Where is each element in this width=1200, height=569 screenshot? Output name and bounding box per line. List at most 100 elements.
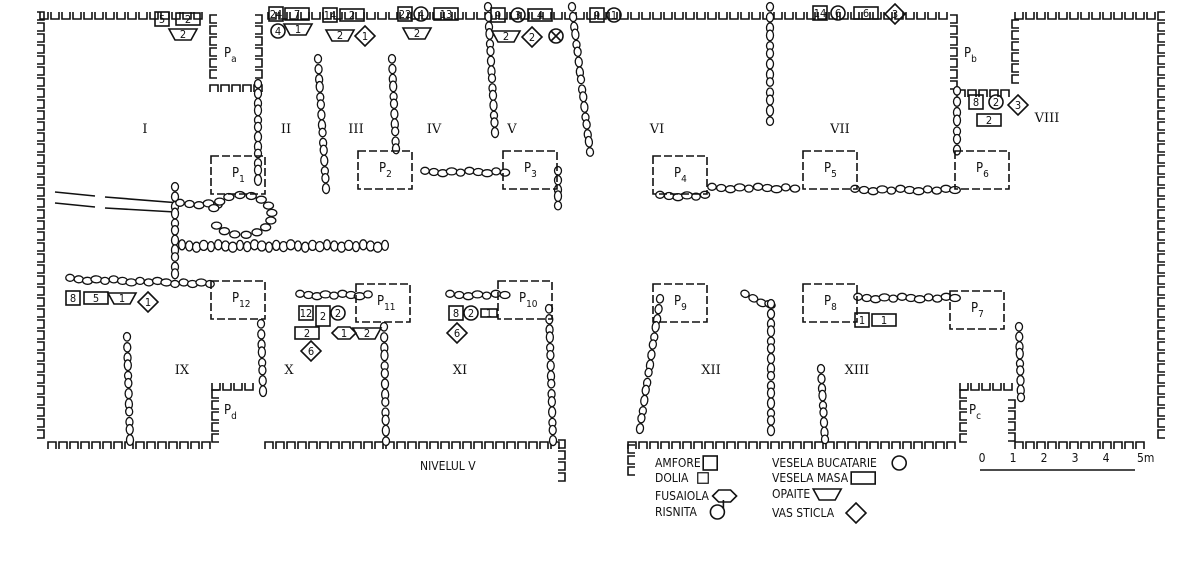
find-marker: 4 <box>527 8 553 22</box>
stone <box>491 167 502 176</box>
find-count: 2 <box>503 30 509 43</box>
trapezoid-shape <box>351 327 383 340</box>
rect-shape <box>527 8 553 22</box>
find-count: 14 <box>814 7 827 20</box>
find-count: 1 <box>859 314 865 327</box>
stone <box>765 1 775 12</box>
find-count: 6 <box>308 345 314 358</box>
stone <box>264 241 274 253</box>
pillar-index: 9 <box>681 302 687 313</box>
wall-segment <box>1157 11 1165 439</box>
rect-shape <box>480 308 498 318</box>
find-marker: 8 <box>448 305 464 321</box>
stone <box>100 276 110 286</box>
rect-shape <box>850 471 877 485</box>
stone <box>256 240 267 252</box>
pillar-label: P2 <box>379 161 392 180</box>
legend-item: VESELA MASA <box>772 471 877 485</box>
stone <box>262 201 275 210</box>
stone-walls <box>65 1 1026 447</box>
pillar-label: P11 <box>377 294 396 313</box>
trapezoid-shape <box>324 29 356 42</box>
room-label: XII <box>701 363 721 378</box>
find-count: 8 <box>453 307 459 320</box>
stone <box>488 89 498 101</box>
pillar-base <box>357 150 413 190</box>
stone <box>766 325 776 338</box>
stone <box>641 384 650 396</box>
stone <box>817 373 826 384</box>
stone <box>888 294 899 303</box>
wall-segment <box>1008 399 1016 442</box>
stone <box>548 424 557 436</box>
pillar-letter: P <box>519 291 526 306</box>
square-shape <box>298 305 314 321</box>
pillar: P11 <box>355 283 411 323</box>
trapezoid-shape <box>106 292 138 305</box>
stone <box>766 298 776 309</box>
trapezoid-shape <box>490 30 522 43</box>
stone <box>548 435 558 447</box>
find-marker: 1 <box>330 326 358 340</box>
find-marker: 8 <box>968 94 984 110</box>
room-label: V <box>506 122 517 137</box>
stone <box>381 436 391 447</box>
find-count: 2 <box>185 13 191 26</box>
pillar-base <box>802 283 858 323</box>
wall-segment <box>1014 12 1156 20</box>
wall-segment <box>211 383 254 391</box>
find-count: 12 <box>300 307 313 320</box>
diamond-shape <box>520 25 544 49</box>
square-shape <box>268 6 284 22</box>
legend-item: VAS STICLA <box>772 501 868 525</box>
find-marker: 6 <box>830 5 846 21</box>
stone <box>123 342 132 353</box>
stone <box>752 182 764 191</box>
find-count: 2 <box>364 327 370 340</box>
legend-label: AMFORE <box>655 456 701 470</box>
stone <box>213 239 223 251</box>
wall-segment <box>47 441 211 449</box>
fusaiola-icon <box>711 489 738 503</box>
diamond-shape <box>844 501 868 525</box>
scale-tick-label: 1 <box>1010 451 1017 465</box>
find-marker: 1 <box>854 312 870 328</box>
square-shape <box>448 305 464 321</box>
find-marker: 4 <box>270 23 286 39</box>
pillar-base <box>954 150 1010 190</box>
stone <box>193 201 205 210</box>
stone <box>319 290 332 299</box>
pillar-label: P6 <box>976 161 989 180</box>
stone <box>343 239 354 252</box>
stone <box>579 91 588 103</box>
stone <box>952 96 962 107</box>
circle-shape <box>463 305 479 321</box>
trench-line <box>54 191 181 213</box>
pillar-index: 12 <box>239 299 250 310</box>
stone <box>573 46 582 58</box>
stone <box>170 181 180 192</box>
stone <box>765 77 775 87</box>
stone <box>379 321 389 332</box>
find-marker: 2 <box>401 27 433 40</box>
find-count: 4 <box>537 9 543 22</box>
stone <box>816 363 826 374</box>
find-count: 4 <box>275 25 281 38</box>
stone <box>1015 331 1024 342</box>
pillar-index: 8 <box>831 302 837 313</box>
stone <box>1016 374 1025 387</box>
find-marker: 3 <box>883 2 907 26</box>
stone <box>895 184 906 193</box>
wall-segment <box>37 11 45 439</box>
pillar-index: d <box>231 411 237 422</box>
wall-segment <box>1014 441 1145 449</box>
stone <box>576 74 586 85</box>
stone <box>234 190 246 200</box>
stone <box>300 241 310 253</box>
diamond-shape <box>883 2 907 26</box>
stone <box>655 190 665 199</box>
stone <box>315 80 324 93</box>
circle-shape <box>988 94 1004 110</box>
stone <box>253 88 263 99</box>
find-count: 1 <box>881 314 887 327</box>
